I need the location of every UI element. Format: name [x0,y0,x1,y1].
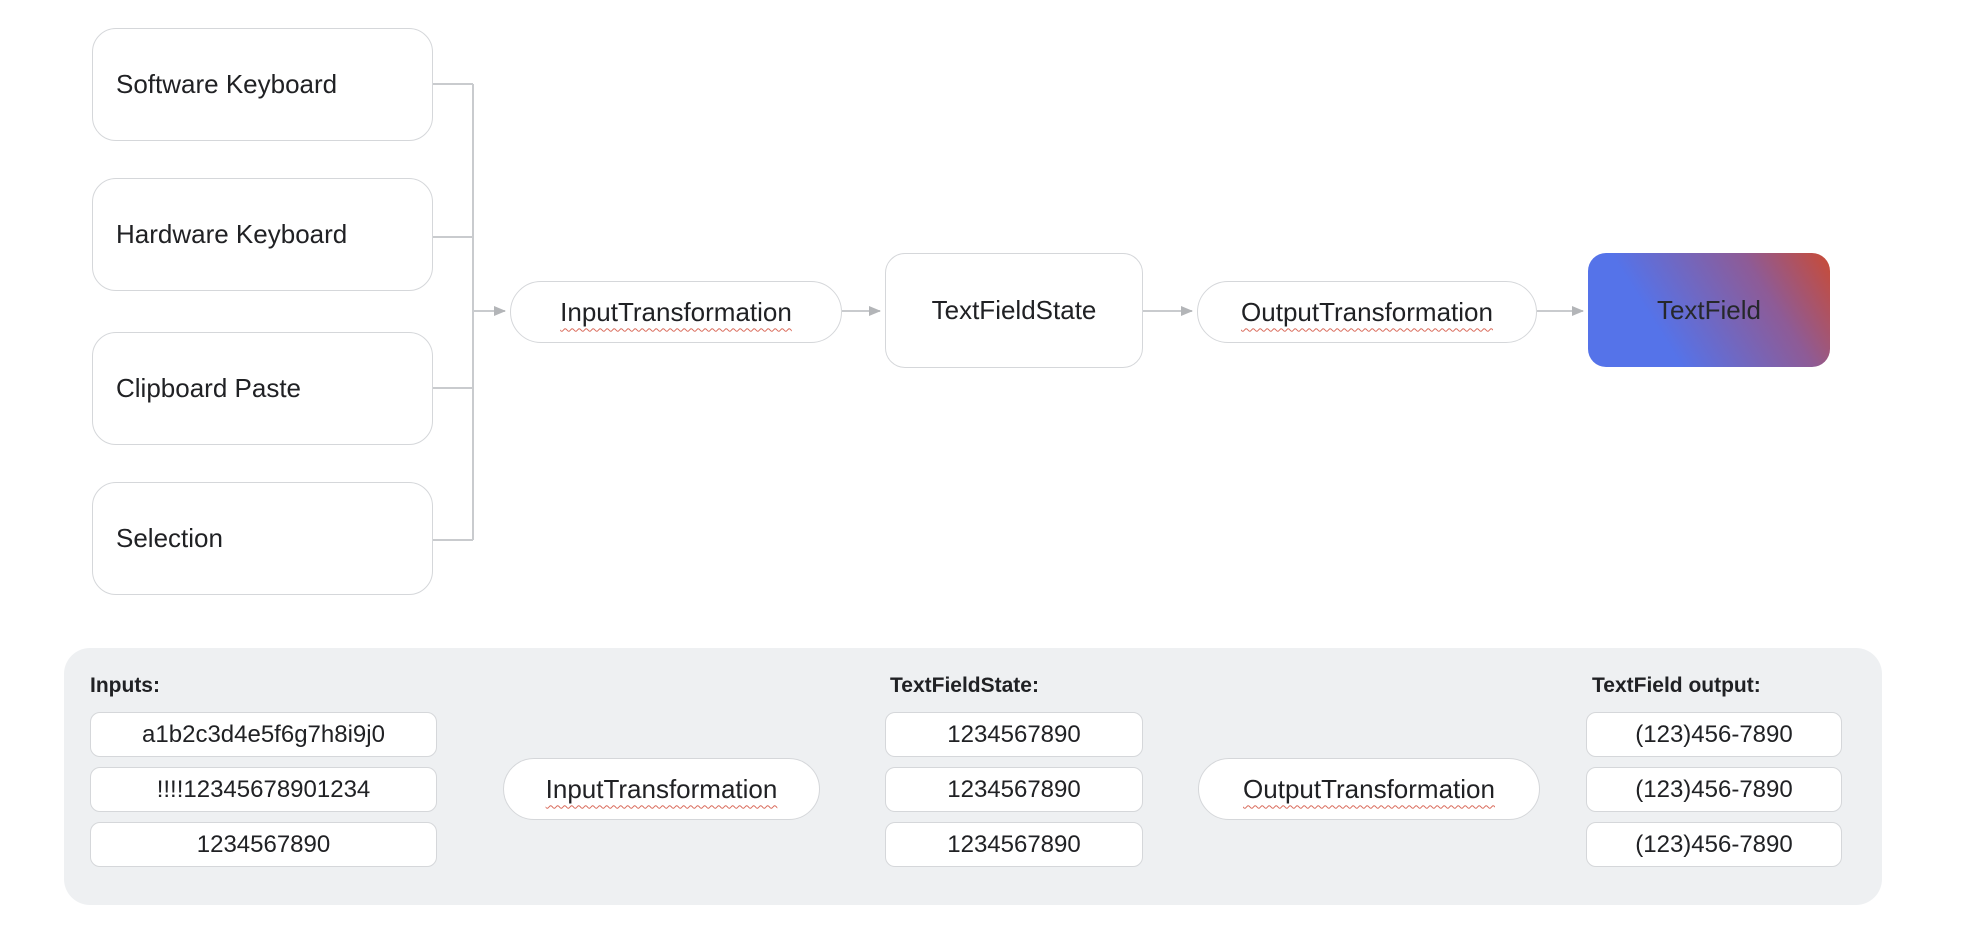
state-value: 1234567890 [947,830,1081,858]
source-label: Clipboard Paste [116,373,301,403]
textfield-label: TextField [1656,294,1762,325]
input-transformation-pill-example: InputTransformation [503,758,820,820]
input-value: 1234567890 [196,830,331,858]
output-value-box: (123)456-7890 [1586,767,1842,812]
textfield-output-label: TextField output: [1592,674,1761,697]
input-value-box: !!!!12345678901234 [90,767,437,812]
input-transformation-pill: InputTransformation [510,281,842,343]
output-transformation-pill: OutputTransformation [1197,281,1537,343]
input-transformation-label: InputTransformation [560,296,792,327]
source-label: Software Keyboard [116,69,338,99]
source-box-selection: Selection [92,482,433,595]
input-value: !!!!12345678901234 [156,775,371,803]
source-box-clipboard-paste: Clipboard Paste [92,332,433,445]
output-value: (123)456-7890 [1635,775,1793,803]
output-transformation-label: OutputTransformation [1241,296,1493,327]
input-transformation-label: InputTransformation [545,773,778,804]
input-value: a1b2c3d4e5f6g7h8i9j0 [142,720,385,748]
source-box-hardware-keyboard: Hardware Keyboard [92,178,433,291]
inputs-label: Inputs: [90,674,160,697]
textfield-gradient-box: TextField [1588,253,1830,367]
state-value-box: 1234567890 [885,822,1143,867]
output-transformation-label: OutputTransformation [1243,773,1495,804]
output-transformation-pill-example: OutputTransformation [1198,758,1540,820]
textfieldstate-values-label: TextFieldState: [890,674,1039,697]
source-label: Selection [116,523,223,553]
source-box-software-keyboard: Software Keyboard [92,28,433,141]
output-value-box: (123)456-7890 [1586,712,1842,757]
input-value-box: 1234567890 [90,822,437,867]
textfieldstate-label: TextFieldState [931,295,1097,325]
state-value: 1234567890 [947,775,1081,803]
state-value-box: 1234567890 [885,767,1143,812]
output-value: (123)456-7890 [1635,720,1793,748]
source-label: Hardware Keyboard [116,219,348,249]
output-value-box: (123)456-7890 [1586,822,1842,867]
textfieldstate-box: TextFieldState [885,253,1143,368]
state-value: 1234567890 [947,720,1081,748]
state-value-box: 1234567890 [885,712,1143,757]
input-value-box: a1b2c3d4e5f6g7h8i9j0 [90,712,437,757]
output-value: (123)456-7890 [1635,830,1793,858]
